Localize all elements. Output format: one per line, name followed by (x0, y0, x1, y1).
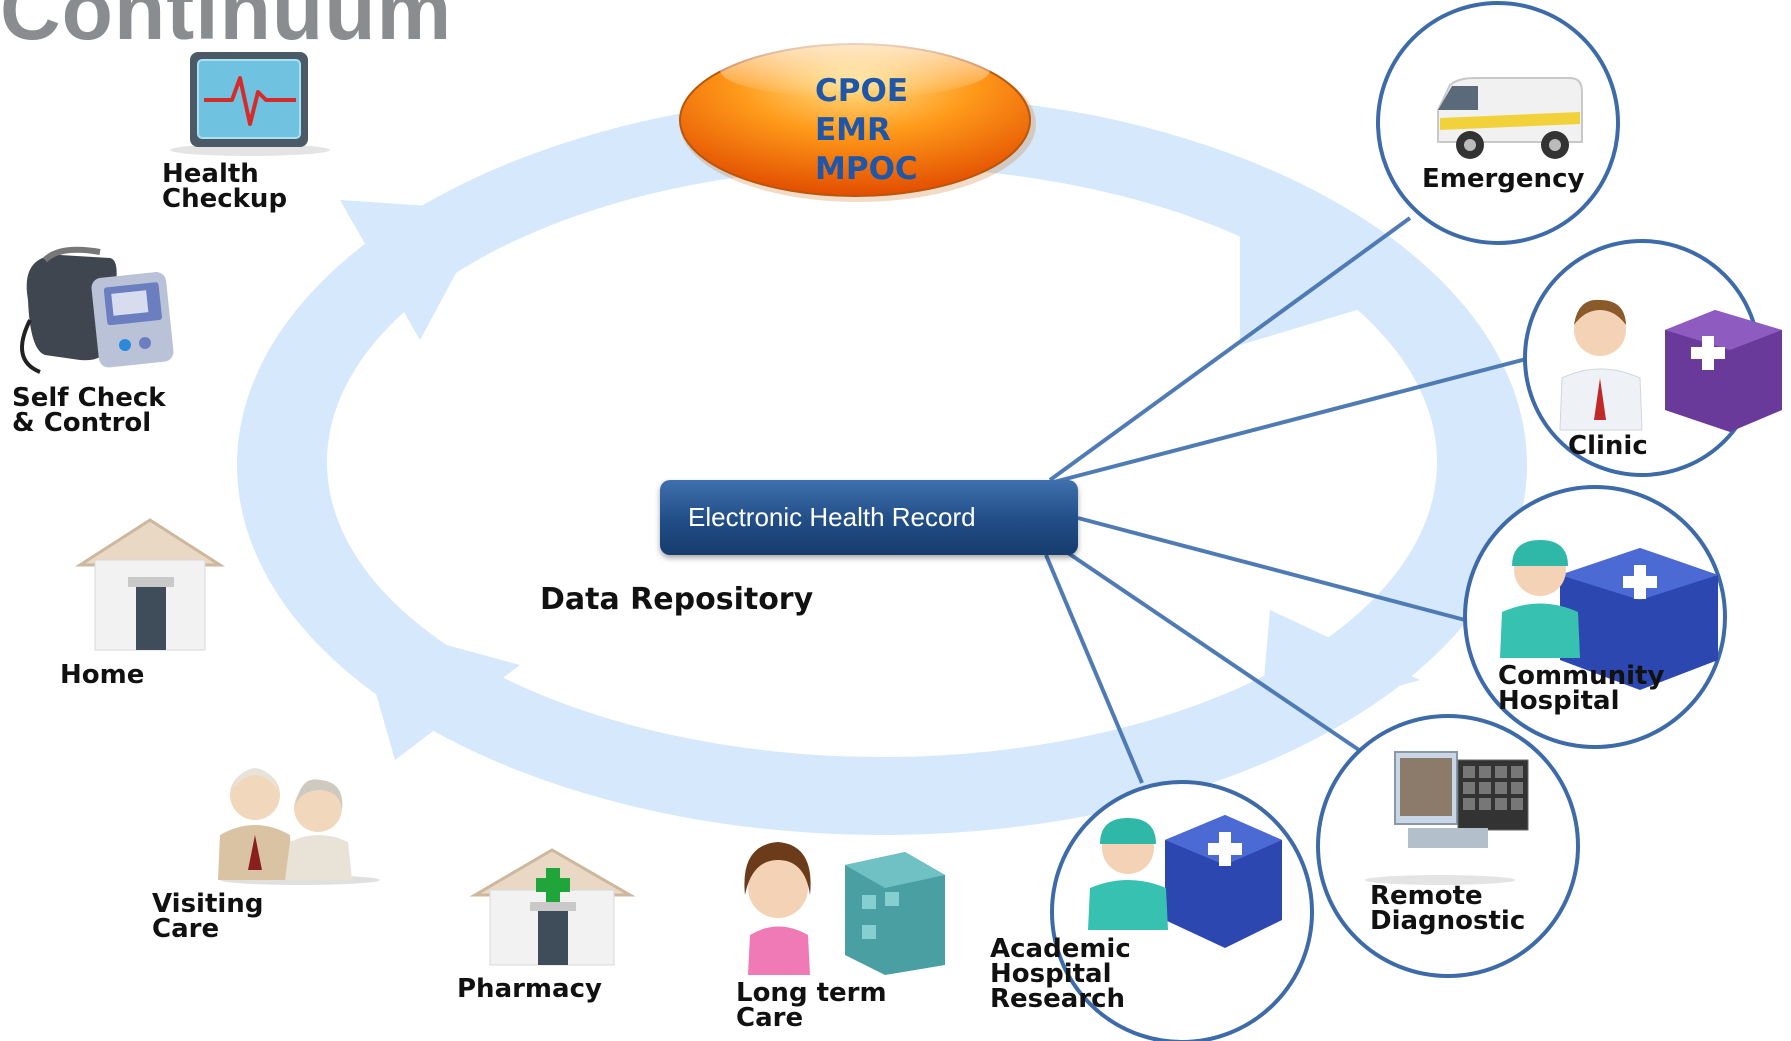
systems-pill (679, 42, 1036, 202)
elderly-couple-icon (218, 768, 380, 885)
node-label-remote-diagnostic: Remote Diagnostic (1370, 881, 1526, 936)
house-icon (74, 518, 226, 651)
node-label-community-hospital: Community Hospital (1498, 661, 1665, 716)
node-label-clinic: Clinic (1568, 431, 1648, 461)
doctor-clinic-icon (1559, 299, 1782, 432)
caregiver-building-icon (744, 842, 945, 975)
node-label-emergency: Emergency (1422, 164, 1585, 194)
system-item: EMR (815, 112, 891, 148)
page-title: Continuum (0, 0, 453, 57)
cycle-arrowhead-top-left (340, 200, 490, 340)
node-label-long-term-care: Long term Care (736, 978, 887, 1033)
monitors-icon (1365, 751, 1529, 885)
heart-monitor-icon (170, 52, 330, 156)
pharmacy-building-icon (469, 848, 636, 966)
node-label-health-checkup: Health Checkup (162, 159, 288, 214)
surgeon-hospital-icon (1500, 540, 1718, 690)
node-label-academic-hospital: Academic Hospital Research (990, 934, 1131, 1014)
ehr-box: Electronic Health Record (660, 480, 1078, 555)
cycle-arrow-ring (237, 95, 1527, 835)
node-label-home: Home (60, 660, 145, 690)
data-repository-label: Data Repository (540, 582, 814, 617)
node-label-visiting-care: Visiting Care (152, 889, 264, 944)
node-label-pharmacy: Pharmacy (457, 974, 602, 1004)
ambulance-icon (1437, 77, 1583, 159)
system-item: CPOE (815, 73, 908, 109)
system-item: MPOC (815, 151, 918, 187)
connector-lines (1044, 216, 1531, 784)
cycle-arrowhead-bottom-left (355, 620, 520, 760)
systems-list: CPOE EMR MPOC (815, 72, 918, 189)
blood-pressure-monitor-icon (20, 246, 174, 374)
cycle-arrowhead-bottom-right (1260, 610, 1420, 725)
surgeon-hospital-icon (1088, 815, 1282, 948)
node-label-self-check: Self Check & Control (12, 383, 166, 438)
